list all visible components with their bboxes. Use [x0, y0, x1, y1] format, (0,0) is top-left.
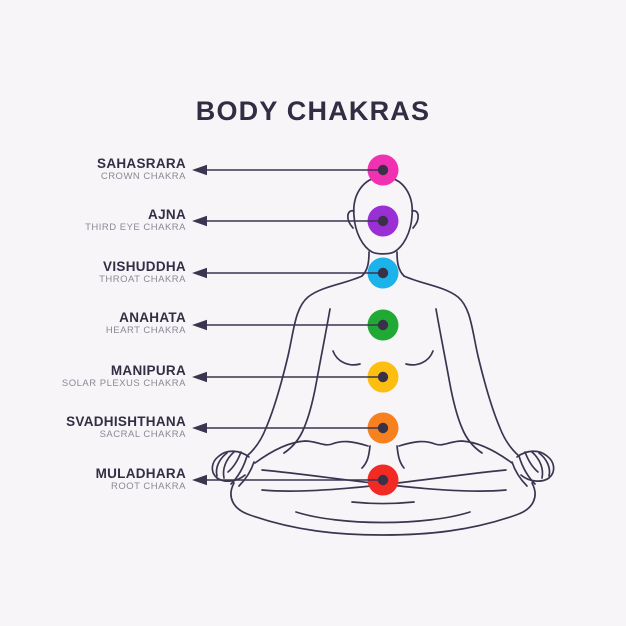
arrowhead-icon [192, 422, 207, 434]
chakra-subtitle: ROOT CHAKRA [110, 481, 186, 492]
chakra-name: ANAHATA [119, 310, 186, 325]
chakra-name: MULADHARA [95, 466, 186, 481]
chakra-inner-dot [377, 215, 389, 227]
neck-right [396, 251, 405, 277]
chakra-dot-centers [377, 164, 389, 486]
chakra-subtitle: HEART CHAKRA [105, 325, 186, 336]
chest-left [332, 350, 361, 366]
label-muladhara: MULADHARA ROOT CHAKRA [0, 466, 186, 493]
label-anahata: ANAHATA HEART CHAKRA [0, 310, 186, 337]
arm-outer-right [403, 275, 520, 457]
label-vishuddha: VISHUDDHA THROAT CHAKRA [0, 259, 186, 286]
calf-inner-arc [295, 511, 471, 524]
arrowhead-icon [192, 267, 207, 279]
ankle-line [351, 501, 415, 505]
finger-right-2 [524, 451, 539, 473]
chakra-subtitle: CROWN CHAKRA [100, 171, 186, 182]
pointer-arrows [205, 169, 383, 481]
chest-right [405, 350, 434, 366]
chakra-name: VISHUDDHA [103, 259, 186, 274]
pelvis-left [361, 445, 371, 469]
toes-right-1 [538, 452, 551, 477]
chakra-inner-dot [377, 422, 389, 434]
legs-bottom-outline [230, 482, 536, 536]
page-title: BODY CHAKRAS [195, 96, 431, 126]
chakra-subtitle: SACRAL CHAKRA [99, 429, 186, 440]
chakra-inner-dot [377, 371, 389, 383]
chakra-subtitle: SOLAR PLEXUS CHAKRA [61, 378, 186, 389]
finger-left-2 [227, 451, 242, 473]
arm-outer-left [246, 275, 363, 457]
chakra-inner-dot [377, 267, 389, 279]
chakra-subtitle: THROAT CHAKRA [99, 274, 186, 285]
arrowhead-icon [192, 164, 207, 176]
hand-right [518, 455, 536, 485]
arrowhead-icon [192, 215, 207, 227]
thigh-top-left [254, 440, 369, 464]
chakra-subtitle: THIRD EYE CHAKRA [85, 222, 186, 233]
toes-left-2 [222, 451, 235, 479]
chakra-name: SAHASRARA [97, 156, 186, 171]
finger-right-1 [511, 461, 528, 487]
label-sahasrara: SAHASRARA CROWN CHAKRA [0, 156, 186, 183]
arrowhead-icon [192, 371, 207, 383]
chakra-name: MANIPURA [110, 363, 186, 378]
thigh-top-right [398, 440, 513, 464]
chakra-inner-dot [377, 474, 389, 486]
arm-inner-right [435, 308, 483, 454]
chakra-name: SVADHISHTHANA [66, 414, 186, 429]
arrow-heads [192, 164, 207, 486]
chakra-inner-dot [377, 164, 389, 176]
ear-right [411, 209, 419, 229]
toes-right-2 [531, 451, 544, 479]
neck-left [361, 251, 370, 277]
chakra-inner-dot [377, 319, 389, 331]
label-manipura: MANIPURA SOLAR PLEXUS CHAKRA [0, 363, 186, 390]
chakra-name: AJNA [148, 207, 186, 222]
arm-inner-left [283, 308, 331, 454]
hand-left [230, 455, 248, 485]
label-svadhishthana: SVADHISHTHANA SACRAL CHAKRA [0, 414, 186, 441]
toes-left-1 [215, 452, 228, 477]
pelvis-right [396, 445, 405, 469]
arrowhead-icon [192, 474, 207, 486]
ear-left [347, 209, 355, 229]
finger-left-1 [238, 461, 255, 487]
label-ajna: AJNA THIRD EYE CHAKRA [0, 207, 186, 234]
arrowhead-icon [192, 319, 207, 331]
